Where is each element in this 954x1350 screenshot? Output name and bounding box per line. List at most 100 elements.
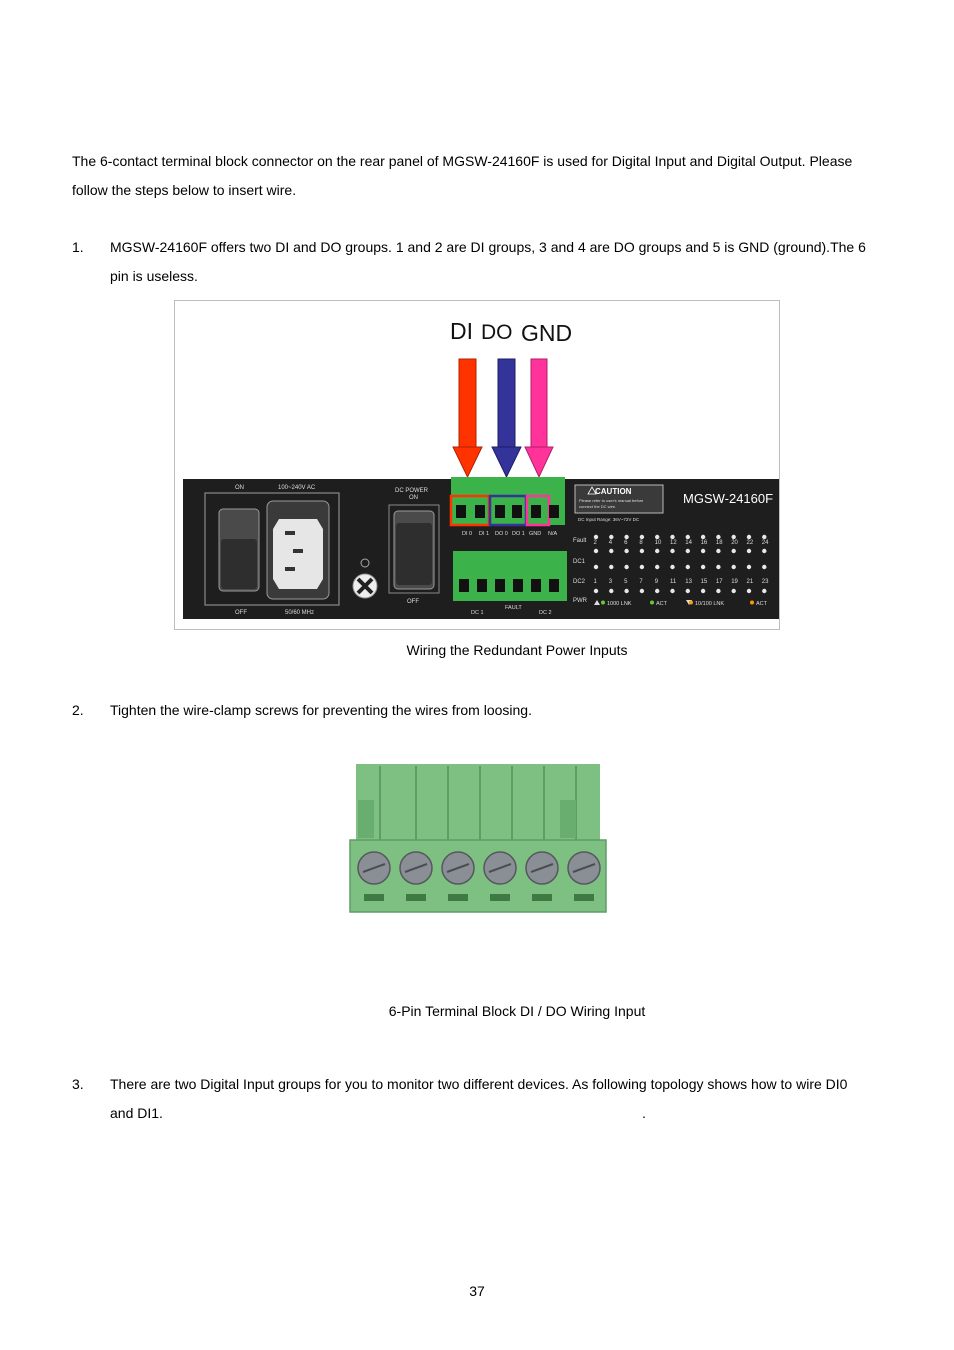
led-dot — [593, 564, 599, 570]
pin-label-di0: DI 0 — [462, 531, 472, 537]
led-dot — [639, 548, 645, 554]
led-label-dc1: DC1 — [573, 559, 586, 565]
terminal-block-illustration — [349, 764, 607, 913]
led-dot — [746, 534, 752, 540]
port-number-odd: 11 — [670, 579, 677, 585]
panel-ac-rating: 100~240V AC — [278, 485, 316, 491]
port-number-even: 20 — [731, 540, 738, 546]
screw-slot — [530, 863, 554, 873]
led-dot — [670, 548, 675, 554]
led-dot — [639, 588, 645, 594]
screw-slot — [446, 863, 470, 873]
pin-label-gnd: GND — [529, 531, 541, 537]
led-dot — [700, 534, 706, 540]
wire-slots — [364, 894, 594, 901]
screw-slot — [572, 863, 596, 873]
led-dot — [609, 548, 614, 554]
step-3-line-2: and DI1. . — [110, 1099, 890, 1128]
arrow-do — [491, 358, 522, 479]
port-number-odd: 5 — [624, 579, 628, 585]
step-3-text: There are two Digital Input groups for y… — [110, 1070, 890, 1128]
led-dot — [655, 588, 660, 594]
step-2-text: Tighten the wire-clamp screws for preven… — [110, 696, 890, 725]
figure-2-caption: 6-Pin Terminal Block DI / DO Wiring Inpu… — [388, 1003, 646, 1019]
led-dot — [700, 564, 706, 570]
port-number-odd: 21 — [747, 579, 754, 585]
led-dot — [762, 548, 767, 554]
led-dot — [731, 588, 736, 594]
dc-input-range: DC Input Range: 36V~72V DC — [578, 517, 640, 522]
led-dot — [624, 548, 629, 554]
led-dot — [716, 564, 721, 570]
pin-label-do1: DO 1 — [512, 531, 525, 537]
led-dot — [655, 534, 660, 540]
port-number-even: 12 — [670, 540, 677, 546]
wire-entry — [364, 894, 384, 901]
led-dot — [700, 548, 706, 554]
intro-paragraph: The 6-contact terminal block connector o… — [72, 147, 892, 204]
legend-1000-lnk: 1000 LNK — [607, 601, 632, 607]
arrow-di — [452, 358, 483, 479]
pin-label-na: N/A — [548, 531, 558, 537]
legend-act-2: ACT — [756, 601, 768, 607]
caution-line-2: connect the DC wire. — [579, 504, 616, 509]
figure-rear-panel: DI DO GND ON 100~240V AC OFF 50/60 MHz — [174, 300, 780, 630]
led-label-pwr: PWR — [573, 598, 588, 604]
bottom-label-dc1: DC 1 — [471, 610, 484, 616]
step-3-line-2-text: and DI1. — [110, 1105, 163, 1121]
led-dot — [746, 564, 752, 570]
legend-act-1: ACT — [656, 601, 668, 607]
led-dot — [700, 588, 706, 594]
led-dot — [731, 564, 736, 570]
model-name: MGSW-24160F — [683, 491, 773, 506]
screw-slot — [488, 863, 512, 873]
led-dot — [593, 588, 599, 594]
page-number: 37 — [469, 1283, 485, 1299]
led-dot — [762, 534, 767, 540]
led-dot — [593, 548, 599, 554]
arrow-gnd — [524, 358, 554, 479]
port-number-odd: 3 — [609, 579, 613, 585]
step-2-line-1: Tighten the wire-clamp screws for preven… — [110, 702, 532, 718]
led-dot — [685, 564, 690, 570]
led-dot — [624, 534, 629, 540]
wire-entry — [406, 894, 426, 901]
led-dot — [670, 534, 675, 540]
step-3-number: 3. — [72, 1076, 84, 1092]
port-number-even: 22 — [747, 540, 754, 546]
wire-entry — [448, 894, 468, 901]
led-dot — [624, 564, 629, 570]
dc-off-label: OFF — [407, 599, 419, 605]
led-dot — [716, 548, 721, 554]
led-dot — [746, 588, 752, 594]
rear-panel-illustration: DI DO GND ON 100~240V AC OFF 50/60 MHz — [183, 318, 779, 619]
intro-line-1: The 6-contact terminal block connector o… — [72, 153, 853, 169]
panel-frequency: 50/60 MHz — [285, 610, 314, 616]
led-dot — [593, 534, 599, 540]
port-number-even: 2 — [594, 540, 598, 546]
port-number-odd: 1 — [594, 579, 598, 585]
led-dot — [685, 588, 690, 594]
led-dot — [639, 564, 645, 570]
led-dot — [685, 548, 690, 554]
port-number-even: 18 — [716, 540, 723, 546]
dc-power-label-1: DC POWER — [395, 488, 429, 494]
bottom-label-dc2: DC 2 — [539, 610, 552, 616]
panel-on-label: ON — [235, 485, 244, 491]
port-number-odd: 23 — [762, 579, 769, 585]
port-number-odd: 17 — [716, 579, 723, 585]
port-number-even: 8 — [639, 540, 643, 546]
dc-terminal-block — [453, 551, 567, 601]
led-dot — [731, 548, 736, 554]
port-number-even: 6 — [624, 540, 628, 546]
port-number-even: 4 — [609, 540, 613, 546]
led-dot — [670, 588, 675, 594]
led-label-dc2: DC2 — [573, 579, 586, 585]
led-dot — [685, 534, 690, 540]
figure-1-caption: Wiring the Redundant Power Inputs — [406, 642, 628, 658]
screw-slot — [362, 863, 386, 873]
label-gnd: GND — [521, 320, 572, 346]
led-dot — [655, 548, 660, 554]
step-1-text: MGSW-24160F offers two DI and DO groups.… — [110, 233, 890, 291]
